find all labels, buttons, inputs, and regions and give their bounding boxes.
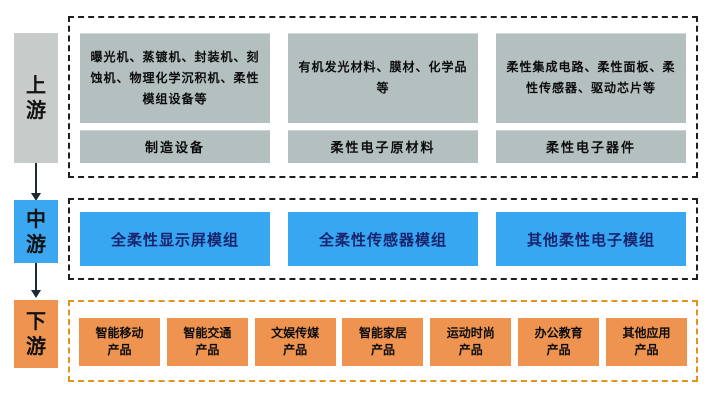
upstream-items-materials: 有机发光材料、膜材、化学品等 bbox=[288, 33, 478, 123]
downstream-box-entertainment-media: 文娱传媒 产品 bbox=[254, 318, 336, 366]
downstream-row: 智能移动 产品 智能交通 产品 文娱传媒 产品 智能家居 产品 运动时尚 产品 … bbox=[70, 302, 696, 366]
midstream-group: 全柔性显示屏模组 全柔性传感器模组 其他柔性电子模组 bbox=[68, 198, 698, 280]
upstream-items-equipment: 曝光机、蒸镀机、封装机、刻蚀机、物理化学沉积机、柔性模组设备等 bbox=[80, 33, 270, 123]
downstream-box-smart-mobile: 智能移动 产品 bbox=[79, 318, 160, 366]
upstream-label-equipment: 制造设备 bbox=[80, 130, 270, 163]
upstream-items-components: 柔性集成电路、柔性面板、柔性传感器、驱动芯片等 bbox=[496, 33, 686, 123]
upstream-column-equipment: 曝光机、蒸镀机、封装机、刻蚀机、物理化学沉积机、柔性模组设备等 制造设备 bbox=[80, 33, 270, 163]
upstream-column-materials: 有机发光材料、膜材、化学品等 柔性电子原材料 bbox=[288, 33, 478, 163]
downstream-box-smart-home: 智能家居 产品 bbox=[342, 318, 424, 366]
upstream-label-materials: 柔性电子原材料 bbox=[288, 130, 478, 163]
arrow-upstream-to-midstream-icon bbox=[31, 163, 41, 201]
midstream-box-display-module: 全柔性显示屏模组 bbox=[80, 212, 270, 266]
downstream-box-office-education: 办公教育 产品 bbox=[518, 318, 600, 366]
downstream-box-other-applications: 其他应用 产品 bbox=[605, 318, 687, 366]
arrow-midstream-to-downstream-icon bbox=[31, 263, 41, 298]
upstream-group: 曝光机、蒸镀机、封装机、刻蚀机、物理化学沉积机、柔性模组设备等 制造设备 有机发… bbox=[68, 16, 698, 178]
stage-label-upstream: 上 游 bbox=[14, 33, 58, 163]
midstream-box-sensor-module: 全柔性传感器模组 bbox=[288, 212, 478, 266]
downstream-box-sports-fashion: 运动时尚 产品 bbox=[430, 318, 512, 366]
upstream-column-components: 柔性集成电路、柔性面板、柔性传感器、驱动芯片等 柔性电子器件 bbox=[496, 33, 686, 163]
midstream-row: 全柔性显示屏模组 全柔性传感器模组 其他柔性电子模组 bbox=[70, 200, 696, 266]
upstream-label-components: 柔性电子器件 bbox=[496, 130, 686, 163]
stage-label-downstream: 下 游 bbox=[14, 300, 58, 368]
upstream-columns: 曝光机、蒸镀机、封装机、刻蚀机、物理化学沉积机、柔性模组设备等 制造设备 有机发… bbox=[70, 18, 696, 163]
midstream-box-other-module: 其他柔性电子模组 bbox=[496, 212, 686, 266]
stage-label-midstream: 中 游 bbox=[14, 200, 58, 263]
downstream-group: 智能移动 产品 智能交通 产品 文娱传媒 产品 智能家居 产品 运动时尚 产品 … bbox=[68, 300, 698, 382]
downstream-box-smart-transport: 智能交通 产品 bbox=[166, 318, 248, 366]
